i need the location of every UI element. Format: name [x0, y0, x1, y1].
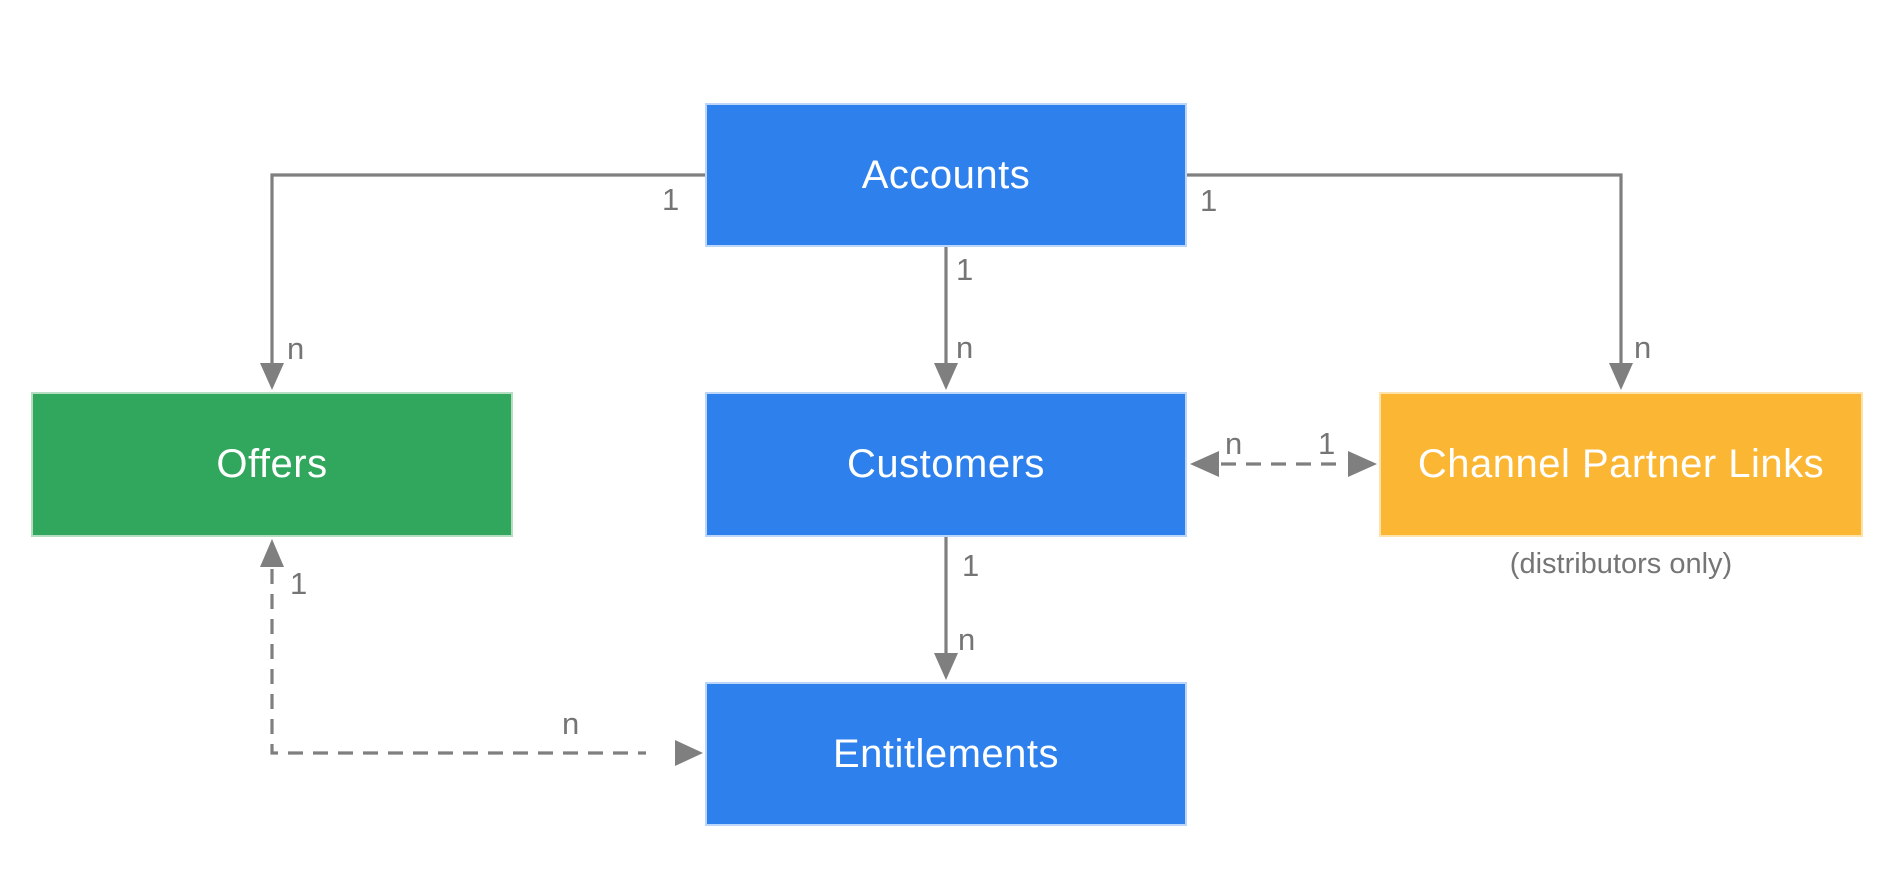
node-accounts-label: Accounts [861, 152, 1031, 197]
arrowhead-into-entitlements-left [675, 740, 703, 766]
arrowhead-into-channel-partner-links-top [1609, 363, 1633, 390]
cardinality-offers-entitlements-n: n [562, 706, 580, 741]
arrowhead-into-offers-top [260, 363, 284, 390]
channel-partner-links-note: (distributors only) [1509, 548, 1733, 580]
cardinality-customers-cpl-n: n [1225, 426, 1243, 461]
node-accounts: Accounts [705, 103, 1187, 247]
arrowhead-into-entitlements-top [934, 653, 958, 680]
cardinality-accounts-cpl-1: 1 [1200, 183, 1218, 218]
cardinality-accounts-customers-1: 1 [956, 252, 974, 287]
arrowhead-into-customers-right [1190, 451, 1219, 477]
arrowhead-into-offers-bottom [260, 539, 284, 567]
edge-accounts-offers-line [270, 173, 705, 363]
cardinality-customers-cpl-1: 1 [1318, 426, 1336, 461]
node-customers: Customers [705, 392, 1187, 537]
cardinality-accounts-offers-n: n [287, 331, 305, 366]
node-channel-partner-links-label: Channel Partner Links [1417, 442, 1825, 486]
cardinality-accounts-offers-1: 1 [662, 182, 680, 217]
node-entitlements: Entitlements [705, 682, 1187, 826]
cardinality-accounts-cpl-n: n [1634, 330, 1652, 365]
cardinality-offers-entitlements-1: 1 [290, 566, 308, 601]
node-channel-partner-links: Channel Partner Links [1379, 392, 1863, 537]
cardinality-customers-entitlements-1: 1 [962, 548, 980, 583]
node-entitlements-label: Entitlements [832, 731, 1060, 776]
edge-offers-entitlements-line [270, 569, 646, 755]
node-offers: Offers [31, 392, 513, 537]
node-customers-label: Customers [847, 442, 1045, 486]
cardinality-customers-entitlements-n: n [958, 622, 976, 657]
arrowhead-into-customers-top [934, 363, 958, 390]
arrowhead-into-channel-partner-links-left [1348, 451, 1377, 477]
edge-accounts-channel-partner-links-line [1187, 173, 1623, 363]
node-offers-label: Offers [216, 442, 328, 486]
cardinality-accounts-customers-n: n [956, 330, 974, 365]
